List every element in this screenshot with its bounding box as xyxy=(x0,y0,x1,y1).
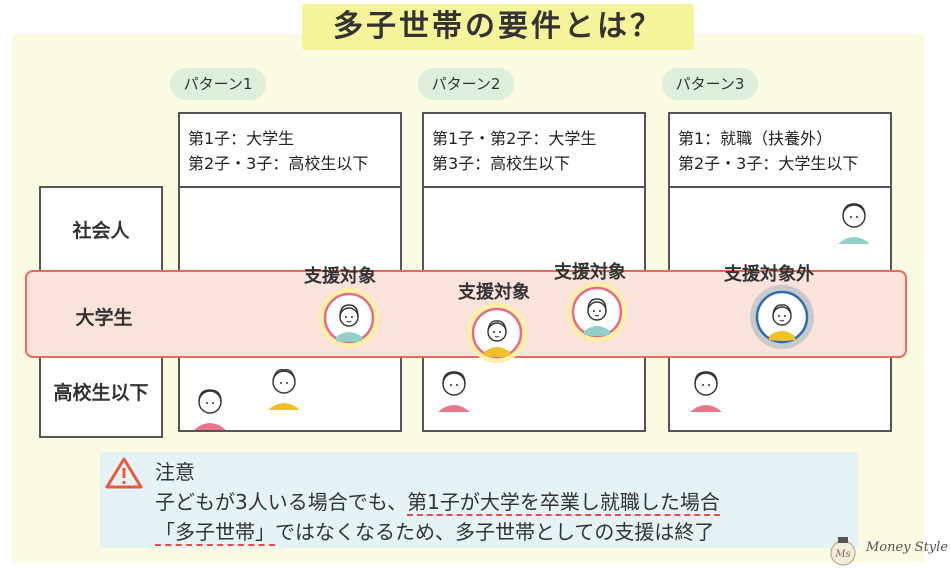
girl-icon xyxy=(194,389,226,430)
row-label-high-school: 高校生以下 xyxy=(53,382,149,404)
tag-supported-p2b: 支援対象 xyxy=(554,262,626,283)
pattern-3-line2: 第2子・3子：大学生以下 xyxy=(678,154,859,173)
notice-box xyxy=(100,452,858,548)
notice-line-1: 子どもが3人いる場合でも、第1子が大学を卒業し就職した場合 xyxy=(155,486,720,516)
notice-line-1-a: 子どもが3人いる場合でも、 xyxy=(155,490,408,514)
girl-icon xyxy=(690,371,722,412)
pattern-2-line1: 第1子・第2子：大学生 xyxy=(432,129,597,148)
pattern-3-label: パターン3 xyxy=(662,68,758,100)
tag-not-supported-p3: 支援対象外 xyxy=(724,264,814,285)
notice-line-2: 「多子世帯」ではなくなるため、多子世帯としての支援は終了 xyxy=(155,516,715,546)
notice-line-2-emphasis: 「多子世帯」 xyxy=(155,520,275,546)
pattern-3-header: 第1：就職（扶養外） 第2子・3子：大学生以下 xyxy=(670,114,890,188)
boy-icon xyxy=(268,369,300,410)
money-style-logo-icon: Ms xyxy=(830,537,856,566)
tag-supported-p1: 支援対象 xyxy=(304,266,376,287)
pattern-3-line1: 第1：就職（扶養外） xyxy=(678,129,833,148)
notice-heading: 注意 xyxy=(155,460,195,484)
pattern-2-header: 第1子・第2子：大学生 第3子：高校生以下 xyxy=(424,114,644,188)
pattern-2-line2: 第3子：高校生以下 xyxy=(432,154,571,173)
tag-supported-p2a: 支援対象 xyxy=(458,282,530,303)
male-student-icon xyxy=(467,303,527,363)
pattern-2-label: パターン2 xyxy=(418,68,514,100)
female-student-icon xyxy=(567,282,627,342)
male-student-not-supported-icon xyxy=(750,285,814,349)
notice-line-2-b: ではなくなるため、多子世帯としての支援は終了 xyxy=(275,520,715,544)
pattern-1-label: パターン1 xyxy=(170,68,266,100)
adult-icon xyxy=(838,203,870,244)
logo-mark: Ms xyxy=(834,549,850,560)
notice-line-1-emphasis: 第1子が大学を卒業し就職した場合 xyxy=(407,490,720,516)
row-label-university: 大学生 xyxy=(75,307,133,329)
row-label-adult: 社会人 xyxy=(72,220,130,242)
logo-text: Money Style xyxy=(866,540,949,555)
girl-icon xyxy=(438,371,470,412)
pattern-1-header: 第1子：大学生 第2子・3子：高校生以下 xyxy=(180,114,400,188)
female-student-icon xyxy=(319,288,379,348)
pattern-1-line1: 第1子：大学生 xyxy=(188,129,295,148)
pattern-1-line2: 第2子・3子：高校生以下 xyxy=(188,154,369,173)
warning-icon xyxy=(105,457,143,489)
page-title: 多子世帯の要件とは？ xyxy=(302,4,694,50)
